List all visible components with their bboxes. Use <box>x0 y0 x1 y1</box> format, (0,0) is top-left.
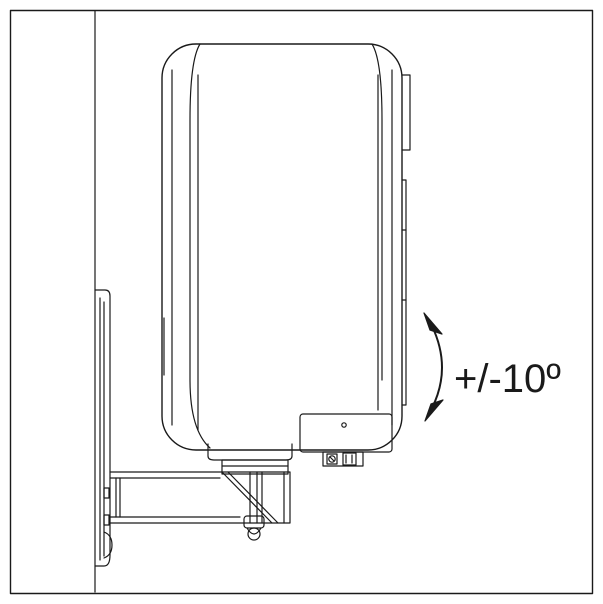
arrow-head-down-icon <box>424 399 444 422</box>
tilt-arrow <box>431 325 443 409</box>
mounting-bracket <box>207 443 293 475</box>
control-panel <box>299 413 393 453</box>
arrow-head-up-icon <box>423 312 443 335</box>
connector-terminal <box>322 451 364 467</box>
drawing-frame <box>9 9 594 595</box>
wall-plate <box>94 289 113 567</box>
adjust-knob <box>243 515 265 541</box>
tilt-angle-label: +/-10º <box>454 357 561 401</box>
support-arm <box>109 471 291 524</box>
heater-body <box>161 43 411 451</box>
